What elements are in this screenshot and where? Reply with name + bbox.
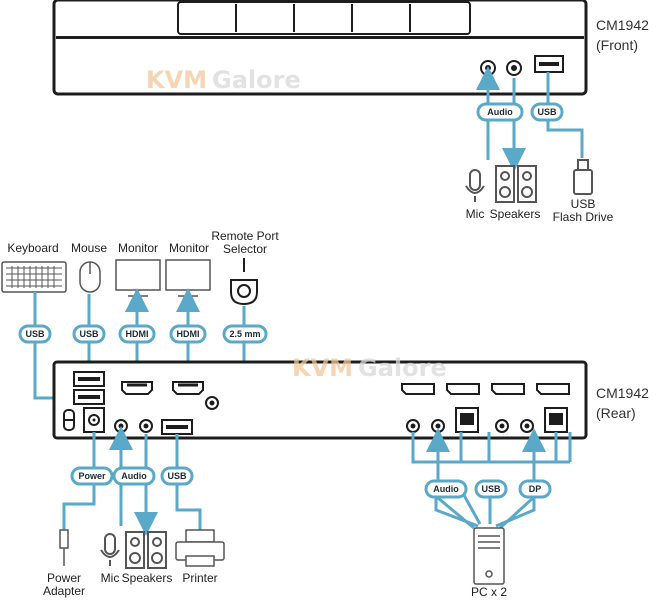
svg-text:HDMI: HDMI <box>177 329 200 339</box>
monitor1-icon <box>115 259 161 297</box>
svg-text:Galore: Galore <box>358 354 447 382</box>
front-pill-audio: Audio <box>476 102 524 122</box>
rear-dp-ports <box>401 383 570 395</box>
front-cables <box>476 66 584 172</box>
rear-usb-ports <box>73 371 105 405</box>
pill-usb-pc: USB <box>474 479 508 499</box>
pill-audio-pc: Audio <box>424 479 468 499</box>
svg-text:Galore: Galore <box>212 66 301 94</box>
monitor2-icon <box>165 259 211 297</box>
rear-selector-jack <box>205 396 219 410</box>
pc-tower-icon <box>473 527 505 585</box>
front-chassis <box>52 0 588 96</box>
remote-port-selector-icon <box>230 258 258 306</box>
rear-usb-printer-port <box>161 419 193 435</box>
power-adapter-icon <box>59 529 69 566</box>
power-jack <box>83 407 105 433</box>
front-usb-label-line1: USB <box>571 197 596 211</box>
svg-text:DP: DP <box>529 484 542 494</box>
front-speakers-label: Speakers <box>490 207 541 221</box>
pill-2-5mm: 2.5 mm <box>222 324 268 344</box>
power-adapter-label-line1: Power <box>47 571 81 585</box>
svg-text:Audio: Audio <box>121 471 147 481</box>
rear-hdmi-ports <box>121 381 204 395</box>
rear-title-side: (Rear) <box>596 405 636 421</box>
svg-text:Audio: Audio <box>433 484 459 494</box>
svg-text:Audio: Audio <box>487 107 513 117</box>
rear-title-model: CM1942 <box>596 385 649 401</box>
svg-text:USB: USB <box>537 107 557 117</box>
front-pill-usb: USB <box>530 102 564 122</box>
pill-power: Power <box>70 466 114 486</box>
printer-label: Printer <box>182 571 217 585</box>
svg-text:KVM: KVM <box>292 354 353 382</box>
keyboard-label: Keyboard <box>7 241 58 255</box>
rear-mic-label: Mic <box>101 571 120 585</box>
pill-usb-keyboard: USB <box>18 324 52 344</box>
printer-icon <box>175 529 225 567</box>
selector-label-line1: Remote Port <box>211 229 279 243</box>
svg-text:KVM: KVM <box>146 66 207 94</box>
rear-mic-icon <box>100 533 120 566</box>
svg-text:2.5 mm: 2.5 mm <box>229 329 260 339</box>
mouse-label: Mouse <box>71 241 107 255</box>
keyboard-icon <box>1 261 67 293</box>
pill-hdmi-2: HDMI <box>169 324 207 344</box>
pill-audio-rear: Audio <box>112 466 156 486</box>
watermark-front: KVM Galore <box>146 66 301 94</box>
power-switch-icon <box>63 409 75 431</box>
svg-text:USB: USB <box>167 471 187 481</box>
monitor2-label: Monitor <box>169 241 209 255</box>
svg-text:USB: USB <box>79 329 99 339</box>
usb-flash-drive-icon <box>573 159 593 195</box>
rear-speakers-label: Speakers <box>122 571 173 585</box>
svg-text:Power: Power <box>78 471 106 481</box>
monitor1-label: Monitor <box>118 241 158 255</box>
pc-label: PC x 2 <box>471 585 507 599</box>
watermark-rear: KVM Galore <box>292 354 447 382</box>
svg-text:USB: USB <box>481 484 501 494</box>
front-title-model: CM1942 <box>596 17 649 33</box>
rear-speakers-icon <box>125 531 167 569</box>
front-usb-label-line2: Flash Drive <box>553 210 614 224</box>
power-adapter-label-line2: Adapter <box>43 584 85 598</box>
mouse-icon <box>79 261 101 293</box>
rear-usb-b-ports <box>455 407 568 433</box>
pill-usb-mouse: USB <box>72 324 106 344</box>
pill-dp-pc: DP <box>518 479 552 499</box>
front-mic-label: Mic <box>466 207 485 221</box>
selector-label-line2: Selector <box>223 242 267 256</box>
front-title-side: (Front) <box>596 37 638 53</box>
pill-hdmi-1: HDMI <box>118 324 156 344</box>
svg-text:HDMI: HDMI <box>126 329 149 339</box>
pill-usb-rear: USB <box>160 466 194 486</box>
mic-icon <box>465 169 485 202</box>
speakers-icon <box>495 165 537 203</box>
svg-text:USB: USB <box>25 329 45 339</box>
